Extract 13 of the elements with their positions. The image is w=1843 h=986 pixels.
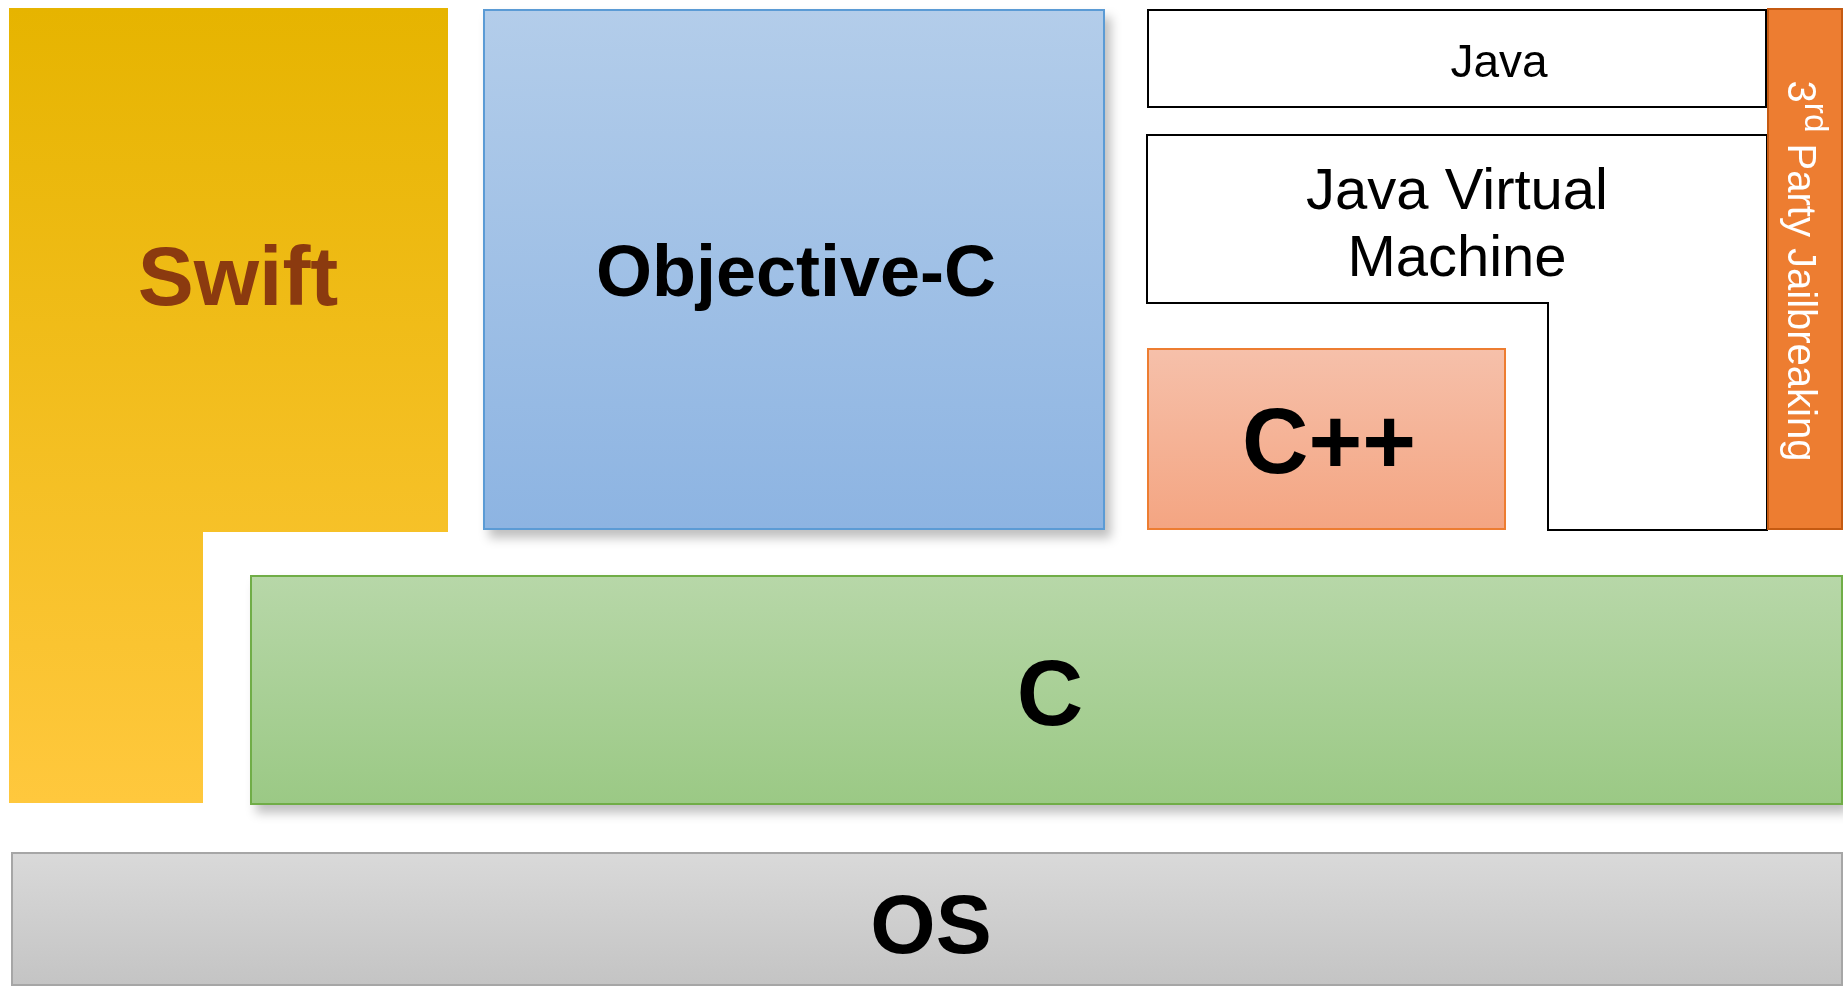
os-layer-block [11,852,1843,986]
java-block [1147,9,1767,108]
objective-c-block [483,9,1105,530]
layer-label: C++ [1242,389,1416,495]
c-plus-plus-block [1147,348,1506,530]
layer-label: Java [1450,34,1548,88]
c-layer-block [250,575,1843,805]
layer-label: OS [870,875,992,973]
layer-label: Swift [137,227,339,325]
layer-label: C [1016,641,1084,747]
layer-label: Java Virtual Machine [1305,156,1609,290]
layer-label: Objective-C [595,229,997,313]
jailbreaking-bar [1767,8,1843,530]
